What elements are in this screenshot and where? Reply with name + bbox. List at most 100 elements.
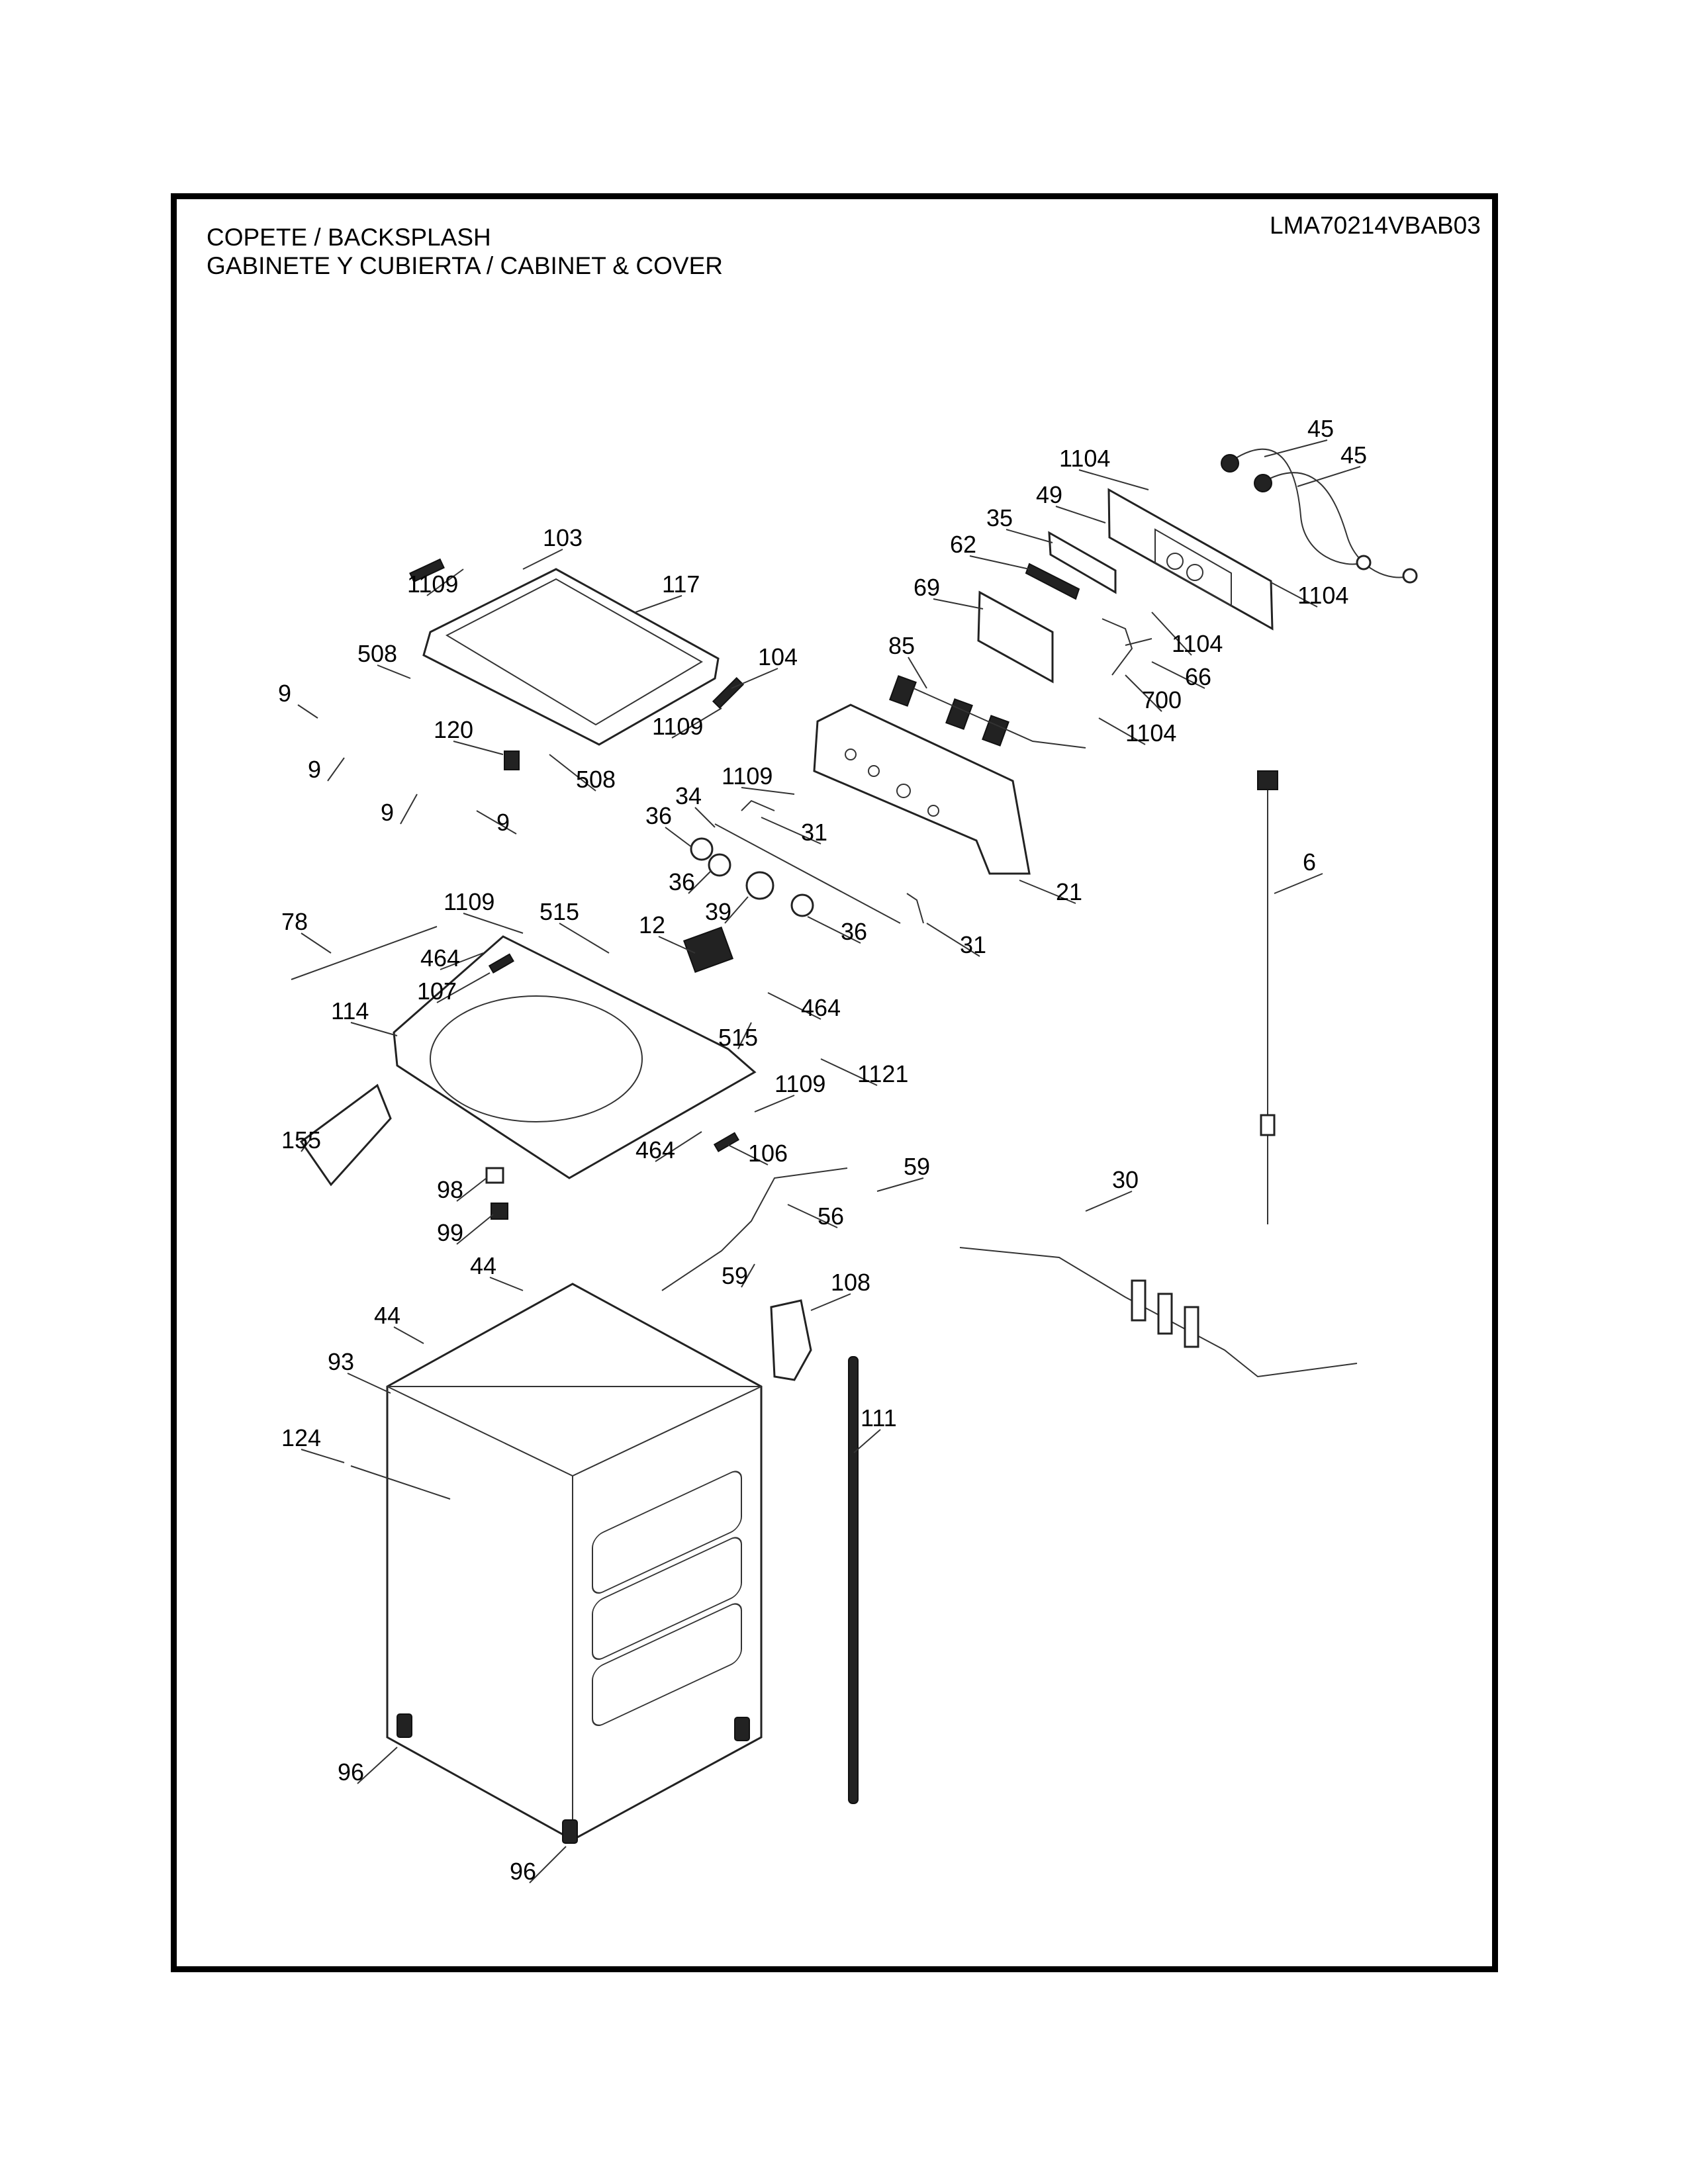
switch-assembly-85 (889, 675, 1086, 749)
callout-leader-line (1078, 469, 1149, 490)
diagram-frame (171, 193, 1498, 1972)
part-callout-9: 9 (496, 809, 510, 836)
callout-leader-line (767, 992, 821, 1020)
callout-leader-line (1098, 717, 1146, 745)
part-callout-103: 103 (543, 524, 583, 551)
part-callout-1104: 1104 (1297, 582, 1348, 609)
part-callout-1104: 1104 (1172, 630, 1223, 657)
callout-leader-line (671, 707, 722, 739)
part-callout-1109: 1109 (722, 762, 773, 790)
callout-leader-line (926, 923, 980, 957)
part-callout-515: 515 (718, 1024, 758, 1051)
hinges (409, 558, 745, 709)
callout-leader-line (1006, 529, 1053, 543)
callout-leader-line (665, 827, 692, 848)
part-callout-69: 69 (914, 574, 940, 601)
power-cord-6 (1257, 770, 1278, 1224)
fitting-66 (1102, 618, 1152, 676)
cabinet-93 (386, 1283, 763, 1841)
callout-leader-line (1270, 582, 1318, 608)
part-callout-1109: 1109 (652, 713, 703, 740)
part-callout-1109: 1109 (774, 1070, 825, 1097)
part-callout-36: 36 (645, 802, 672, 829)
callout-leader-line (933, 598, 984, 610)
callout-leader-line (377, 664, 411, 679)
parts-98-99 (485, 1167, 508, 1220)
part-callout-1104: 1104 (1059, 445, 1110, 472)
callout-leader-line (908, 657, 927, 689)
part-callout-9: 9 (381, 799, 394, 826)
callout-leader-line (1274, 873, 1323, 894)
callout-leader-line (853, 1429, 881, 1453)
callout-leader-line (456, 1177, 487, 1202)
bracket-62 (1025, 563, 1080, 600)
part-callout-107: 107 (417, 978, 457, 1005)
part-callout-49: 49 (1036, 481, 1062, 508)
callout-leader-line (737, 1022, 752, 1050)
callout-leader-line (489, 1277, 524, 1291)
part-callout-66: 66 (1185, 663, 1211, 690)
part-callout-99: 99 (437, 1219, 463, 1246)
callout-leader-line (741, 1263, 755, 1288)
callout-leader-line (456, 1214, 494, 1245)
lid-lock-120 (504, 751, 520, 770)
pump-108 (770, 1299, 812, 1381)
callout-leader-line (297, 704, 318, 719)
part-callout-35: 35 (986, 504, 1013, 531)
part-callout-56: 56 (818, 1203, 844, 1230)
leveling-feet-96 (397, 1713, 750, 1844)
callout-leader-line (347, 1373, 391, 1394)
part-callout-508: 508 (576, 766, 616, 793)
callout-leader-line (463, 913, 524, 934)
part-callout-6: 6 (1303, 848, 1316, 876)
callout-leader-line (357, 1747, 398, 1784)
callout-leader-line (727, 1144, 769, 1165)
part-callout-1109: 1109 (407, 570, 458, 598)
callout-leader-line (529, 1846, 567, 1884)
callout-leader-line (327, 757, 345, 782)
callout-leader-line (807, 916, 861, 944)
control-board-69 (977, 590, 1054, 684)
knobs (690, 837, 814, 917)
part-callout-120: 120 (434, 716, 473, 743)
part-callout-45: 45 (1307, 415, 1334, 442)
part-callout-31: 31 (960, 931, 986, 958)
clips-31 (741, 799, 924, 924)
diagram-title-cabinet-cover: GABINETE Y CUBIERTA / CABINET & COVER (207, 252, 723, 279)
callout-leader-line (658, 936, 696, 954)
part-callout-104: 104 (758, 643, 798, 670)
top-cover-114 (393, 935, 757, 1179)
part-callout-515: 515 (539, 898, 579, 925)
part-callout-85: 85 (888, 632, 915, 659)
callout-leader-line (301, 933, 332, 954)
part-callout-464: 464 (420, 944, 460, 972)
part-callout-108: 108 (831, 1269, 870, 1296)
callout-leader-line (400, 794, 418, 825)
callout-leader-line (787, 1204, 838, 1228)
part-callout-59: 59 (904, 1153, 930, 1180)
part-callout-78: 78 (281, 908, 308, 935)
callout-labels: 1104454549356211046911046685700110410311… (278, 415, 1367, 1885)
callout-leader-line (688, 870, 712, 894)
part-callout-12: 12 (639, 911, 665, 938)
part-callout-464: 464 (635, 1136, 675, 1163)
part-callout-1121: 1121 (857, 1060, 908, 1087)
callout-leader-line (655, 1131, 702, 1162)
part-callout-1109: 1109 (444, 888, 494, 915)
part-callout-1104: 1104 (1125, 719, 1176, 747)
part-callout-30: 30 (1112, 1166, 1139, 1193)
part-callout-106: 106 (748, 1140, 788, 1167)
drain-hose-111 (848, 1356, 859, 1804)
water-inlet-hoses (1221, 448, 1418, 584)
callout-leader-line (724, 896, 749, 924)
part-callout-9: 9 (308, 756, 321, 783)
part-callout-155: 155 (281, 1126, 321, 1154)
callout-leader-line (436, 972, 491, 1003)
part-callout-45: 45 (1340, 441, 1367, 469)
part-callout-62: 62 (950, 531, 976, 558)
diagram-title-backsplash: COPETE / BACKSPLASH (207, 224, 491, 251)
console-21 (813, 704, 1031, 875)
callout-leader-line (1264, 439, 1328, 457)
part-callout-700: 700 (1142, 686, 1182, 713)
